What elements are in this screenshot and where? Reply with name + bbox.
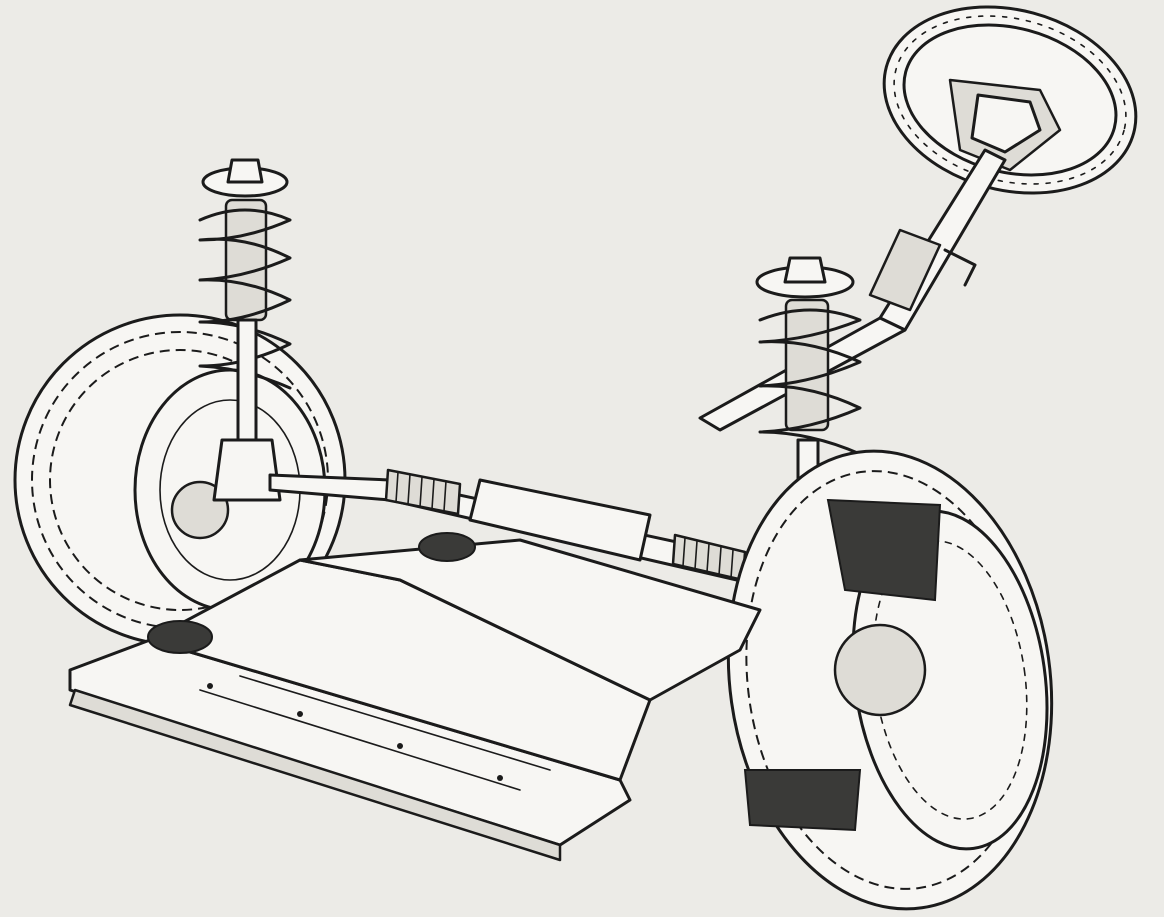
steering-rack: [268, 468, 792, 592]
subframe: [68, 532, 762, 862]
steering-wheel: [882, 5, 1138, 195]
steering-column: [698, 148, 1007, 432]
left-strut: [198, 158, 292, 502]
right-wheel: [726, 449, 1054, 911]
